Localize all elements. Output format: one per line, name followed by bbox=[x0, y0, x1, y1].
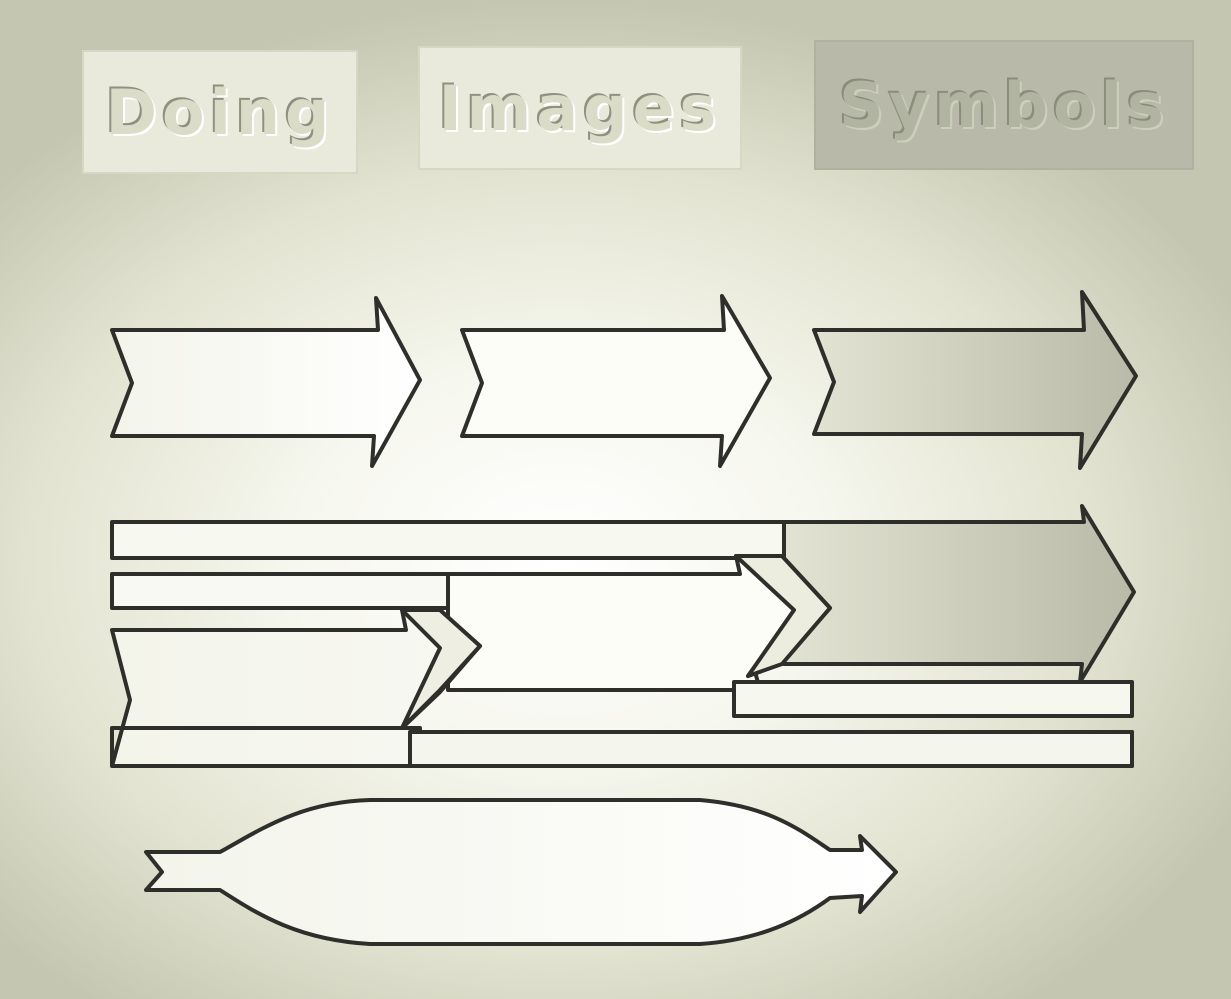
images-chevron-notch bbox=[734, 554, 832, 678]
symbols-label: Symbols bbox=[839, 68, 1169, 142]
symbols-label-box: Symbols bbox=[814, 40, 1194, 170]
images-arrow bbox=[460, 294, 772, 468]
bulging-arrow bbox=[144, 798, 898, 946]
doing-arrow bbox=[110, 296, 422, 468]
timeline-bar-lower bbox=[732, 680, 1134, 718]
doing-label-box: Doing bbox=[82, 50, 358, 174]
doing-label: Doing bbox=[105, 75, 335, 149]
symbols-long-arrow bbox=[782, 504, 1136, 684]
images-label-box: Images bbox=[418, 46, 742, 170]
doing-chevron-notch bbox=[400, 608, 482, 730]
symbols-arrow bbox=[812, 290, 1138, 470]
timeline-bar-bottom bbox=[408, 730, 1134, 768]
images-label: Images bbox=[438, 71, 722, 145]
